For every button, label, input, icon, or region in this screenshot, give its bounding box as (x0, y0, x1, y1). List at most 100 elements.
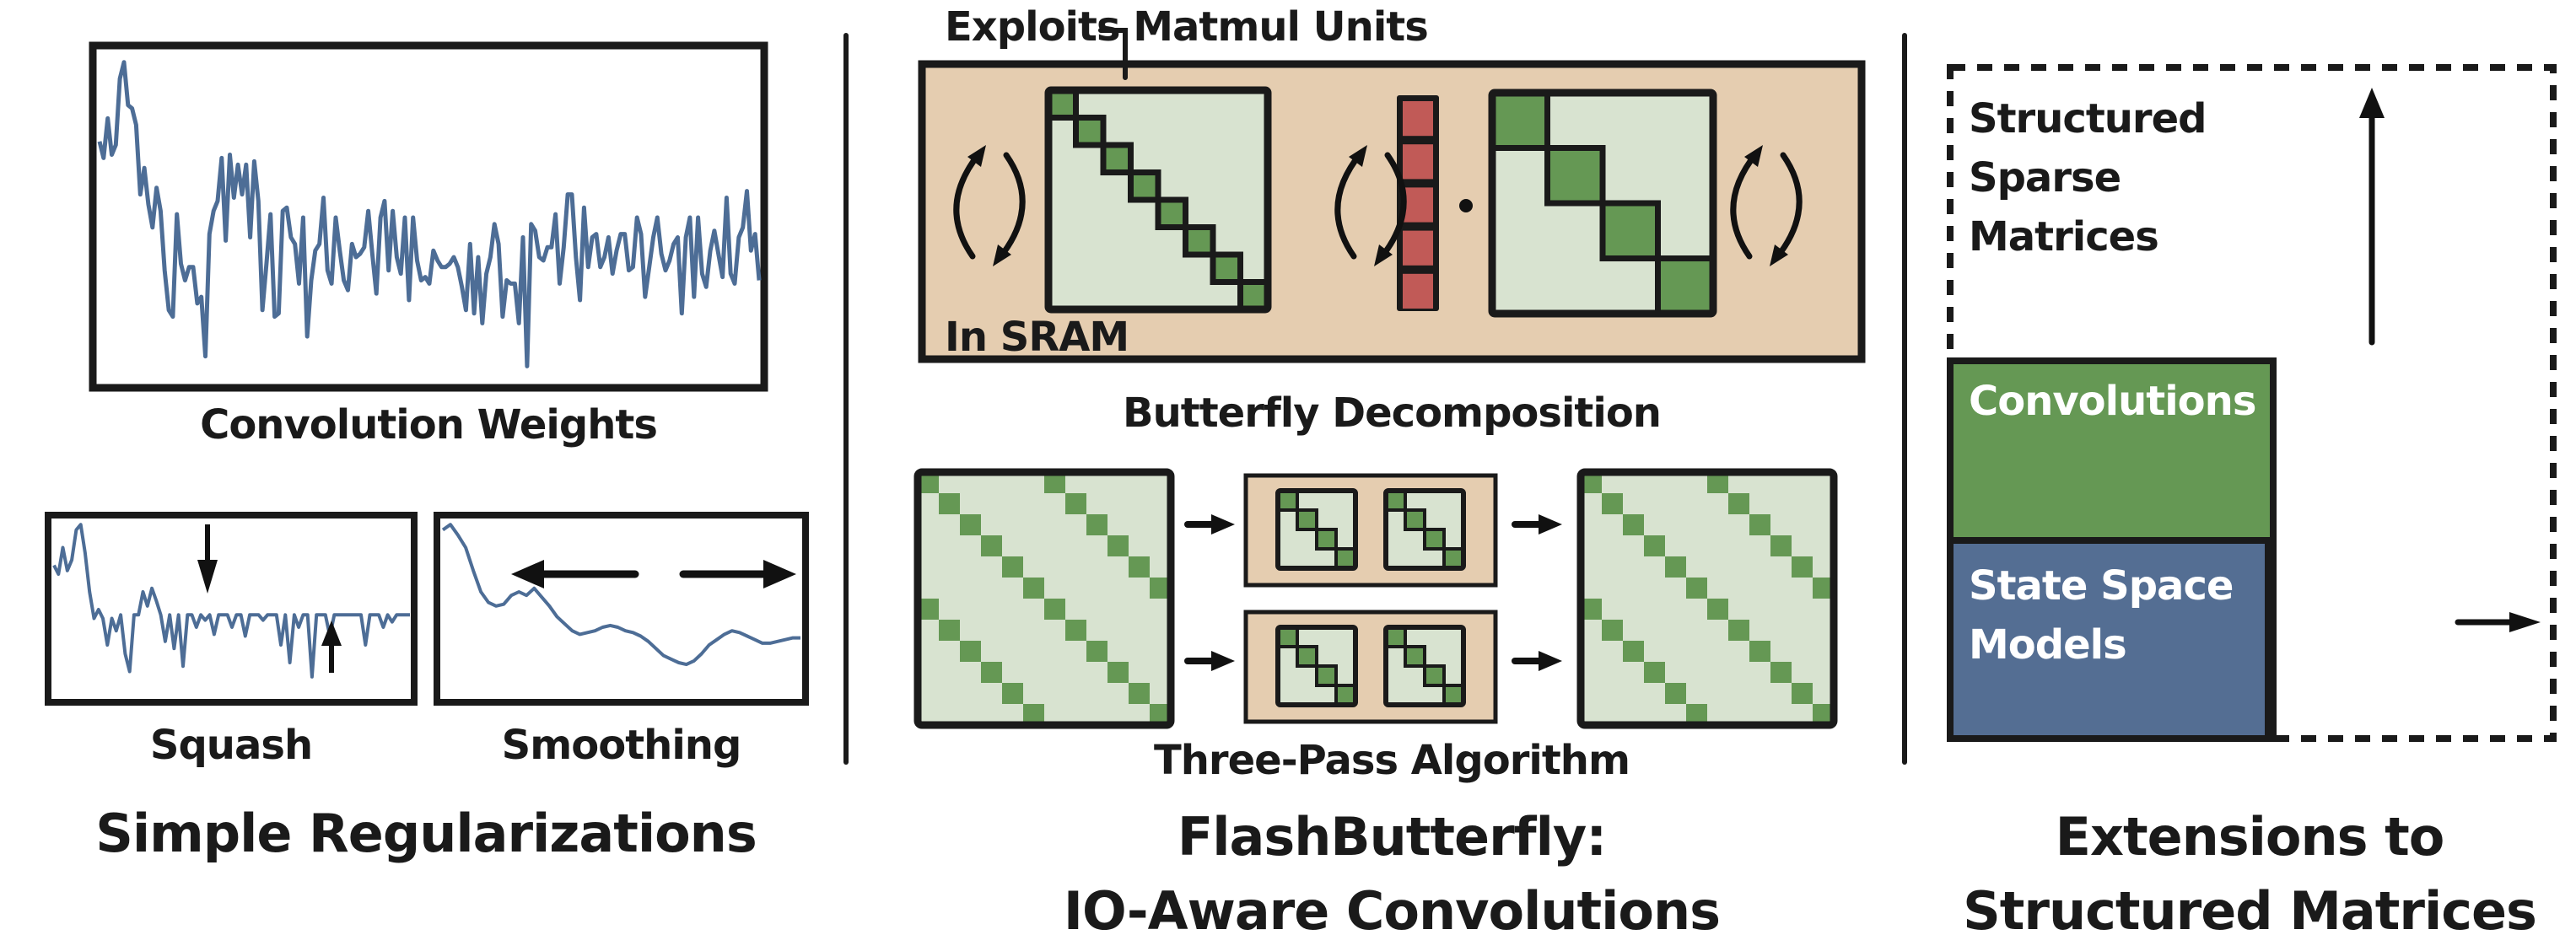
middle-panel-title-line1: FlashButterfly: (1177, 806, 1607, 868)
arrowhead (1744, 145, 1763, 167)
ssm-label-line: Models (1969, 621, 2127, 669)
matrix-block (1657, 258, 1713, 314)
matrix-block (960, 641, 981, 662)
matrix-block (1405, 510, 1425, 529)
matrix-block (1425, 529, 1444, 549)
matrix-block (1129, 556, 1150, 578)
block-outline (1404, 491, 1465, 568)
matrix-block (1107, 662, 1129, 683)
matrix-block (1707, 599, 1728, 620)
matrix-frame (1576, 468, 1838, 729)
dot-product-icon (1459, 199, 1473, 212)
arrowhead (967, 145, 986, 167)
matrix-block (981, 535, 1002, 556)
matrix-block (1492, 93, 1548, 148)
structured-sparse-label-line: Sparse (1969, 154, 2121, 201)
squash-up-arrow-icon (321, 621, 342, 673)
vector-cell (1403, 144, 1433, 180)
flow-arrows (1184, 514, 1562, 671)
matrix-block (1770, 662, 1792, 683)
matrix-frame (913, 468, 1175, 729)
arrowhead (1770, 244, 1788, 266)
in-sram-label: In SRAM (945, 314, 1129, 361)
right-panel-title-line1: Extensions to (2055, 806, 2445, 868)
matrix-block (1770, 535, 1792, 556)
matrix-block (1644, 535, 1665, 556)
squash-label: Squash (149, 722, 313, 769)
matrix-block (1623, 514, 1644, 535)
matrix-block (1386, 491, 1405, 510)
matrix-block (1075, 117, 1103, 145)
matrix-block (1130, 172, 1158, 200)
swap-arrows-icon (1334, 145, 1407, 266)
matrix-block (1603, 203, 1658, 259)
matrix-block (1405, 647, 1425, 666)
right-panel-title-line2: Structured Matrices (1963, 880, 2537, 942)
matrix-block (1044, 599, 1065, 620)
matrix-block (1086, 641, 1107, 662)
matrix-block (1686, 578, 1707, 599)
matrix-frame (1383, 488, 1466, 571)
arrowhead (1374, 244, 1393, 266)
matrix-block (1065, 620, 1086, 641)
matrix-block (1425, 666, 1444, 685)
matrix-frame (1383, 625, 1466, 707)
matrix-block (1644, 662, 1665, 683)
matrix-frame (1275, 488, 1358, 571)
matrix-block (1297, 647, 1317, 666)
convolution-weights-plot-frame (89, 41, 768, 392)
matrix-frame (1488, 89, 1717, 318)
matrix-block (1158, 200, 1186, 228)
matrix-block (1792, 683, 1813, 704)
structured-sparse-label-line: Structured (1969, 95, 2207, 142)
expand-up-arrow-icon (2359, 88, 2385, 346)
matrix-block (1129, 683, 1150, 704)
convolution-weights-line (97, 60, 762, 368)
matrix-block (1602, 620, 1623, 641)
block-outline (1386, 645, 1463, 707)
butterfly-factor-small-blocks (1044, 86, 1272, 314)
matrix-block (1602, 493, 1623, 514)
matrix-block (1444, 549, 1463, 568)
block-outline (1278, 508, 1355, 570)
input-vector (1397, 95, 1439, 311)
squash-plot-frame (45, 512, 418, 706)
matrix-block (1665, 556, 1686, 578)
matrix-block (1023, 578, 1044, 599)
sram-tile-pass-top (1243, 473, 1498, 588)
structured-sparse-label-line: Matrices (1969, 213, 2159, 261)
matrix-block (1065, 493, 1086, 514)
matrix-block (981, 662, 1002, 683)
smoothing-right-arrow-icon (679, 560, 796, 588)
matrix-block (1728, 493, 1749, 514)
block-outline (1404, 627, 1465, 705)
output-strided-matrix (1576, 468, 1838, 729)
matmul-units-callout: Exploits Matmul Units (945, 3, 1429, 51)
block-outline (1278, 645, 1355, 707)
matrix-block (1297, 510, 1317, 529)
arc (1730, 150, 1760, 260)
flow-arrow-head (1539, 514, 1562, 535)
expand-right-arrow-icon (2455, 612, 2541, 632)
convolutions-label: Convolutions (1969, 378, 2256, 425)
matrix-block (1317, 666, 1336, 685)
block-outline (1492, 145, 1713, 317)
vector-cell (1403, 273, 1433, 309)
swap-arrows-icon (953, 145, 1026, 266)
arc (996, 152, 1026, 261)
matrix-block (1086, 514, 1107, 535)
smoothing-plot-frame (434, 512, 809, 706)
matrix-block (1317, 529, 1336, 549)
block-outline (1073, 90, 1271, 309)
matrix-block (1665, 683, 1686, 704)
matrix-block (1240, 282, 1268, 309)
flow-arrow-head (1211, 651, 1235, 671)
matrix-block (1728, 620, 1749, 641)
smoothing-label: Smoothing (501, 722, 742, 769)
butterfly-factor-large-blocks (1488, 89, 1717, 318)
butterfly-decomposition-label: Butterfly Decomposition (1123, 390, 1662, 437)
sram-tile-pass-bottom (1243, 610, 1498, 724)
arc (1334, 150, 1364, 260)
matrix-block (1336, 685, 1355, 705)
